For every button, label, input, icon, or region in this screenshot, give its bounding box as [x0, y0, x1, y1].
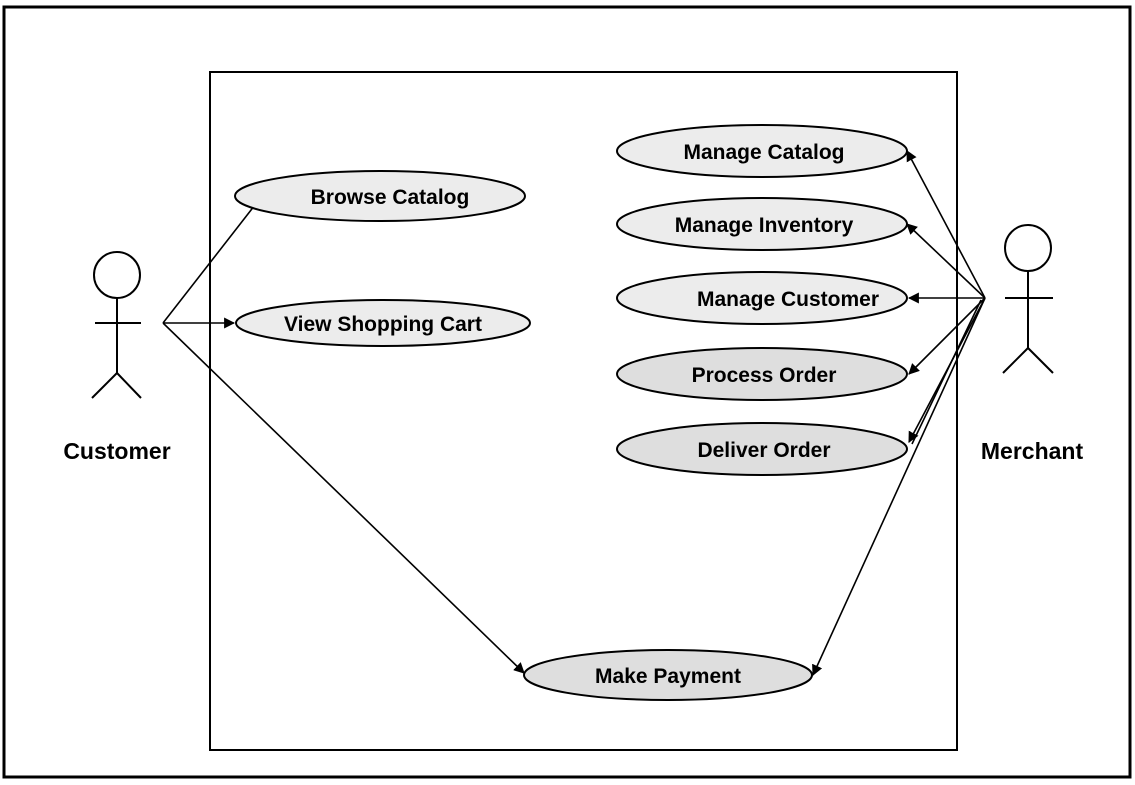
outer-frame [2, 5, 1132, 779]
use-case-make-payment[interactable]: Make Payment [523, 649, 813, 701]
use-case-manage-catalog[interactable]: Manage Catalog [616, 124, 908, 178]
svg-text:Manage Customer: Manage Customer [697, 288, 879, 311]
customer-actor [91, 251, 142, 399]
assoc-merchant-inventory [906, 223, 986, 299]
svg-text:View Shopping Cart: View Shopping Cart [284, 313, 482, 336]
use-case-manage-inventory[interactable]: Manage Inventory [616, 197, 908, 251]
merchant-head-icon [1004, 224, 1052, 272]
use-case-process-order[interactable]: Process Order [616, 347, 908, 401]
customer-label: Customer [63, 438, 170, 464]
assoc-customer-browse [162, 195, 263, 324]
use-case-deliver-order[interactable]: Deliver Order [616, 422, 908, 476]
assoc-merchant-payment [812, 297, 986, 677]
svg-text:Deliver Order: Deliver Order [697, 439, 830, 462]
svg-text:Manage Catalog: Manage Catalog [683, 141, 844, 164]
customer-associations [162, 195, 525, 674]
merchant-label: Merchant [981, 438, 1084, 464]
customer-head-icon [93, 251, 141, 299]
assoc-merchant-catalog [906, 150, 986, 299]
assoc-merchant-deliver-2 [911, 299, 982, 445]
merchant-actor [1002, 224, 1054, 374]
assoc-customer-payment [162, 322, 525, 674]
svg-text:Browse Catalog: Browse Catalog [311, 186, 470, 209]
svg-text:Process Order: Process Order [692, 364, 837, 387]
use-case-view-shopping-cart[interactable]: View Shopping Cart [235, 299, 531, 347]
merchant-associations [812, 150, 986, 677]
system-boundary [209, 71, 958, 751]
svg-text:Make Payment: Make Payment [595, 665, 741, 688]
use-case-browse-catalog[interactable]: Browse Catalog [234, 170, 526, 222]
svg-text:Manage Inventory: Manage Inventory [675, 214, 854, 237]
use-case-manage-customer[interactable]: Manage Customer [616, 271, 908, 325]
assoc-merchant-process [908, 297, 986, 375]
